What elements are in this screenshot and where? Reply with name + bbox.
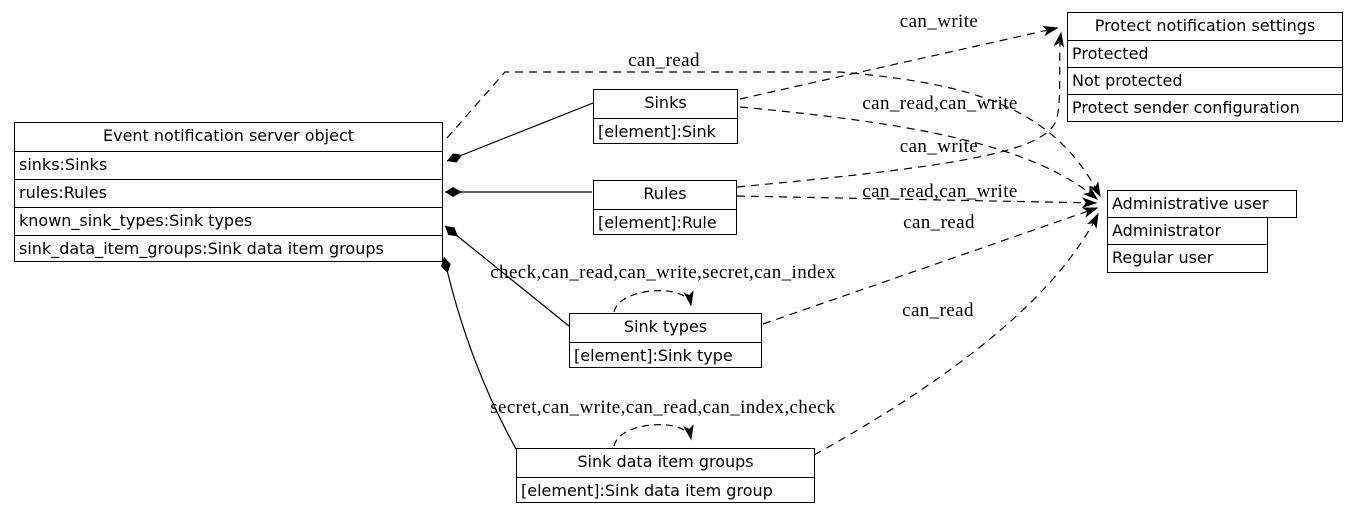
edge-label-server-admin-can-read: can_read [628,50,700,71]
edge-label-sinks-protect-can-write: can_write [899,11,979,32]
node-protect-notification-settings: Protect notification settings Protected … [1067,12,1343,122]
edge-server-sink-data-item-groups [440,256,517,450]
attr-not-protected: Not protected [1068,67,1342,94]
edge-label-sink-data-item-groups-admin-can-read: can_read [902,300,974,321]
edge-label-sink-types-admin-can-read: can_read [903,212,975,233]
node-title: Protect notification settings [1094,16,1316,35]
node-rules: Rules [element]:Rule [593,180,737,235]
edge-label-rules-admin-can-read-can-write: can_read,can_write [862,181,1018,202]
node-sinks: Sinks [element]:Sink [593,89,738,144]
attr-protected: Protected [1068,40,1342,67]
attr-known-sink-types: known_sink_types:Sink types [15,207,442,235]
attr-sink-data-item-groups: sink_data_item_groups:Sink data item gro… [15,235,442,263]
edge-sink-types-admin-can-read [762,207,1099,325]
attr-element-rule: [element]:Rule [594,209,736,237]
edge-sink-data-item-groups-admin-can-read [813,212,1099,456]
attr-protect-sender-configuration: Protect sender configuration [1068,94,1342,122]
node-title: Rules [643,184,687,203]
node-title: Sink types [623,317,708,336]
node-title: Sink data item groups [577,452,754,471]
attr-sinks: sinks:Sinks [15,151,442,179]
edge-label-rules-protect-can-write: can_write [899,136,979,157]
node-event-notification-server-object: Event notification server object sinks:S… [14,122,443,262]
attr-element-sink-data-item-group: [element]:Sink data item group [517,477,814,505]
edge-label-sink-data-item-groups-self: secret,can_write,can_read,can_index,chec… [490,397,836,418]
node-sink-types: Sink types [element]:Sink type [569,313,762,368]
node-sink-data-item-groups: Sink data item groups [element]:Sink dat… [516,448,815,503]
attr-administrator: Administrator [1107,217,1268,245]
edge-sink-data-item-groups-self-loop [613,424,694,447]
edge-server-sinks [446,102,594,163]
attr-regular-user: Regular user [1107,244,1268,273]
attr-element-sink-type: [element]:Sink type [570,342,761,370]
node-administrative-user-title: Administrative user [1107,190,1297,218]
edge-sink-types-self-loop [613,290,694,313]
edge-rules-admin-can-read-can-write [736,195,1098,209]
attr-rules: rules:Rules [15,179,442,207]
edge-server-admin-can-read [446,71,1101,198]
edge-rules-protect-can-write [736,31,1065,188]
edge-label-sink-types-self: check,can_read,can_write,secret,can_inde… [490,262,836,283]
node-title: Event notification server object [102,126,355,145]
edge-sinks-admin-can-read-can-write [739,106,1099,201]
node-title: Sinks [644,93,687,112]
edge-label-sinks-admin-can-read-can-write: can_read,can_write [862,93,1018,114]
attr-element-sink: [element]:Sink [594,118,737,146]
edge-sinks-protect-can-write [739,25,1059,100]
edge-server-sink-types [444,225,570,327]
